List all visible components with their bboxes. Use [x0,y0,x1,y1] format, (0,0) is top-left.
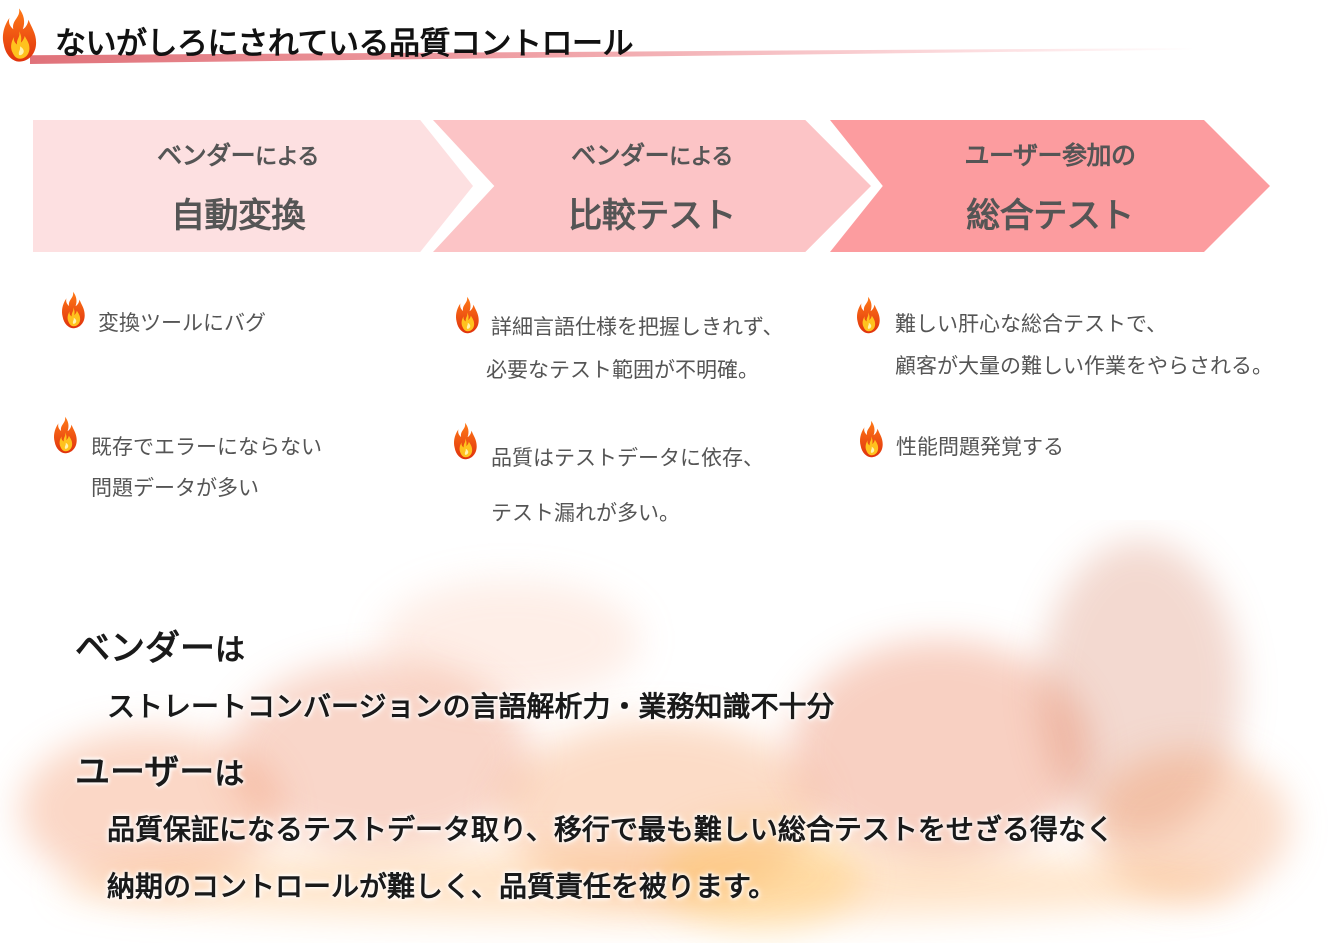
flame-icon [52,412,78,458]
chevron-step-1-sub: ベンダーによる [157,140,319,170]
flame-icon [858,416,884,462]
chevron-step-3: ユーザー参加の 総合テスト [830,120,1270,252]
flame-icon [454,292,480,338]
flame-icon [452,418,478,464]
summary-vendor-text: ストレートコンバージョンの言語解析力・業務知識不十分 [107,690,835,723]
chevron-step-2-sub: ベンダーによる [571,140,733,170]
flame-icon [855,292,881,338]
chevron-step-1: ベンダーによる 自動変換 [33,120,473,252]
bullet-col1-2: 既存でエラーにならない 問題データが多い [91,435,322,500]
chevron-step-3-title: 総合テスト [966,195,1134,236]
bullet-col2-2: 品質はテストデータに依存、 テスト漏れが多い。 [491,446,764,525]
bullet-col3-2: 性能問題発覚する [896,435,1064,459]
bullet-col1-1: 変換ツールにバグ [98,311,266,335]
bullet-col3-1: 難しい肝心な総合テストで、 顧客が大量の難しい作業をやらされる。 [895,312,1273,378]
chevron-step-2-title: 比較テスト [568,195,736,236]
summary-user-heading: ユーザーは [75,753,245,793]
chevron-step-2: ベンダーによる 比較テスト [433,120,871,252]
page-title: ないがしろにされている品質コントロール [55,26,633,62]
summary-vendor-heading: ベンダーは [75,629,246,669]
flame-icon [0,0,38,70]
title-bar: ないがしろにされている品質コントロール [0,0,1200,80]
summary-user-text-1: 品質保証になるテストデータ取り、移行で最も難しい総合テストをせざる得なく [107,813,1114,846]
fire-background [0,520,1335,943]
chevron-step-1-title: 自動変換 [170,195,305,236]
chevron-step-3-sub: ユーザー参加の [964,140,1136,170]
bullet-col2-1: 詳細言語仕様を把握しきれず、 必要なテスト範囲が不明確。 [486,315,784,383]
summary-user-text-2: 納期のコントロールが難しく、品質責任を被ります。 [107,870,777,903]
flame-icon [60,288,86,332]
